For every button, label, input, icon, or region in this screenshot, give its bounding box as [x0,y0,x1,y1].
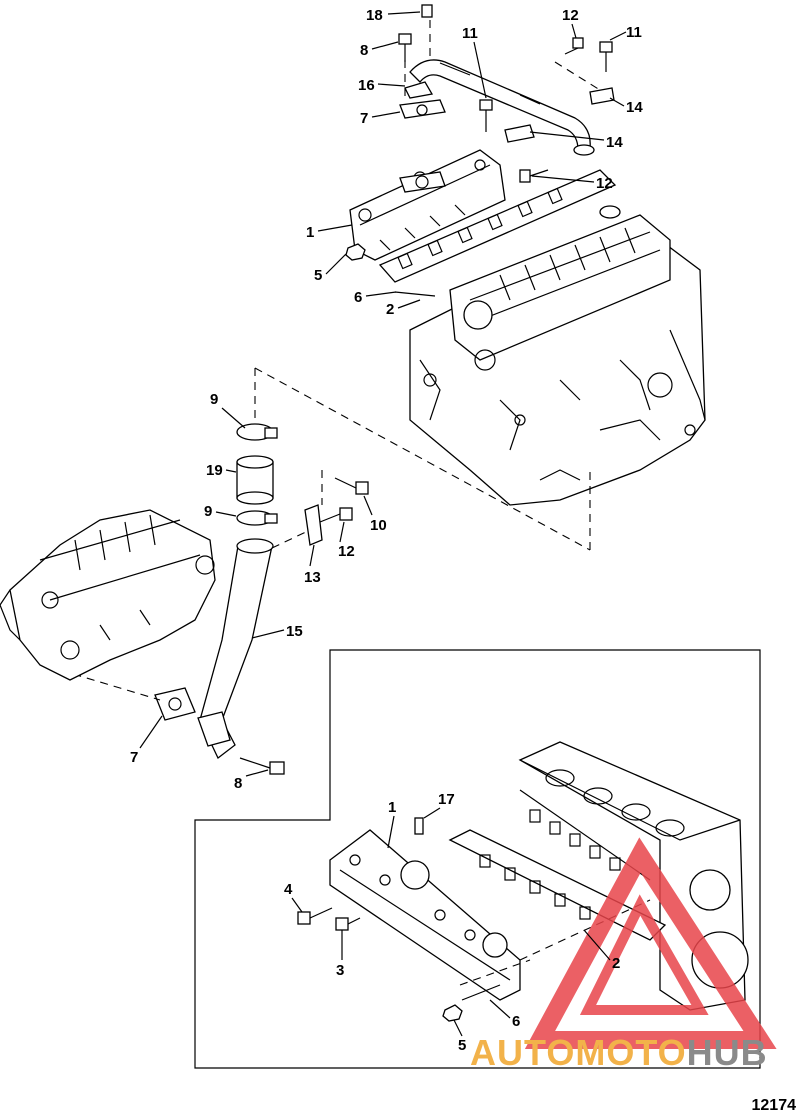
callout-label: 5 [314,267,322,284]
callout-label: 7 [360,110,368,127]
callout-label: 18 [366,7,383,24]
callouts-inset: 1 17 4 3 2 6 5 [284,791,620,1054]
callout-label: 19 [206,462,223,479]
callout-label: 12 [338,543,355,560]
callout-label: 8 [360,42,368,59]
figure-number: 12174 [751,1097,797,1114]
callout-label: 10 [370,517,387,534]
callout-label: 9 [210,391,218,408]
cylinder-head-left [0,509,216,681]
engine-block-top [409,205,706,506]
callout-label: 5 [458,1037,466,1054]
callout-label: 14 [606,134,623,151]
callout-label: 6 [354,289,362,306]
callout-label: 12 [596,175,613,192]
callout-label: 6 [512,1013,520,1030]
inset-frame [194,649,761,1069]
water-pipe-top [409,59,595,156]
callout-label: 3 [336,962,344,979]
callouts-top: 18 8 16 7 11 12 11 14 14 12 1 5 6 2 [306,7,643,318]
watermark-text: AUTOMOTOHUB [470,1033,800,1073]
callout-label: 12 [562,7,579,24]
bolts-top [345,4,613,297]
watermark-part1: AUTOMOTO [470,1032,687,1073]
watermark-part2: HUB [686,1032,768,1073]
callout-label: 15 [286,623,303,640]
callout-label: 11 [626,24,642,41]
callout-label: 2 [386,301,394,318]
callout-label: 9 [204,503,212,520]
manifold-gasket-top [378,169,617,283]
callout-label: 4 [284,881,293,898]
callout-label: 13 [304,569,321,586]
callout-label: 16 [358,77,375,94]
watermark-triangle-logo [524,837,777,1049]
callout-label: 14 [626,99,643,116]
callout-label: 17 [438,791,455,808]
callout-label: 8 [234,775,242,792]
callout-label: 1 [388,799,396,816]
callout-label: 7 [130,749,138,766]
callout-label: 11 [462,25,478,42]
callouts-mid: 9 19 9 10 12 13 15 7 8 [130,391,387,792]
guide-lines-top [254,20,601,551]
callout-label: 2 [612,955,620,972]
gasket-flanges-top [399,81,615,193]
callout-label: 1 [306,224,314,241]
exhaust-manifold-inset [297,817,651,1022]
